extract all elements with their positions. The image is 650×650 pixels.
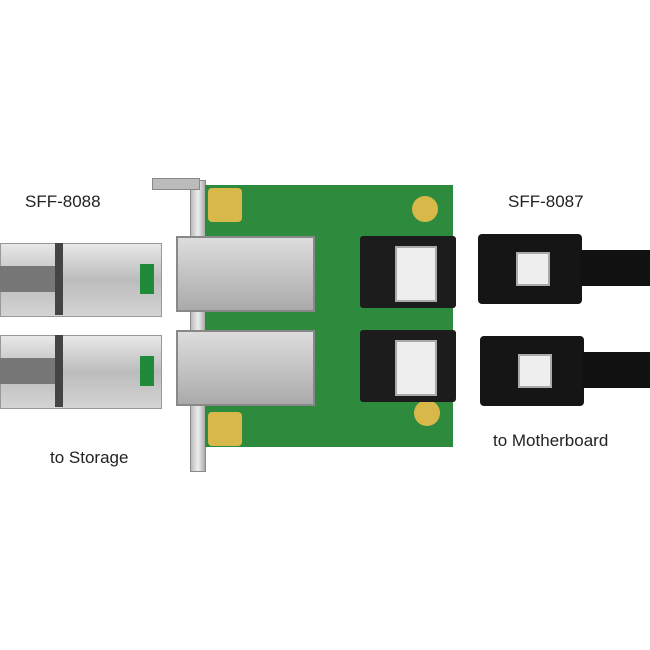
sff-8088-label: SFF-8088: [25, 192, 101, 211]
bracket-tab: [152, 178, 200, 190]
sff-8088-port-top: [176, 236, 315, 312]
sff-8087-label: SFF-8087: [508, 192, 584, 211]
mount-hole-bottom: [414, 400, 440, 426]
to-motherboard-label: to Motherboard: [493, 431, 609, 450]
sff-8088-port-bottom: [176, 330, 315, 406]
screw-pad-bottom: [208, 412, 242, 446]
socket-latch-bottom: [395, 340, 437, 396]
to-storage-label: to Storage: [50, 448, 129, 467]
pci-bracket: [190, 180, 206, 472]
screw-pad-top: [208, 188, 242, 222]
mount-hole-top: [412, 196, 438, 222]
socket-latch-top: [395, 246, 437, 302]
